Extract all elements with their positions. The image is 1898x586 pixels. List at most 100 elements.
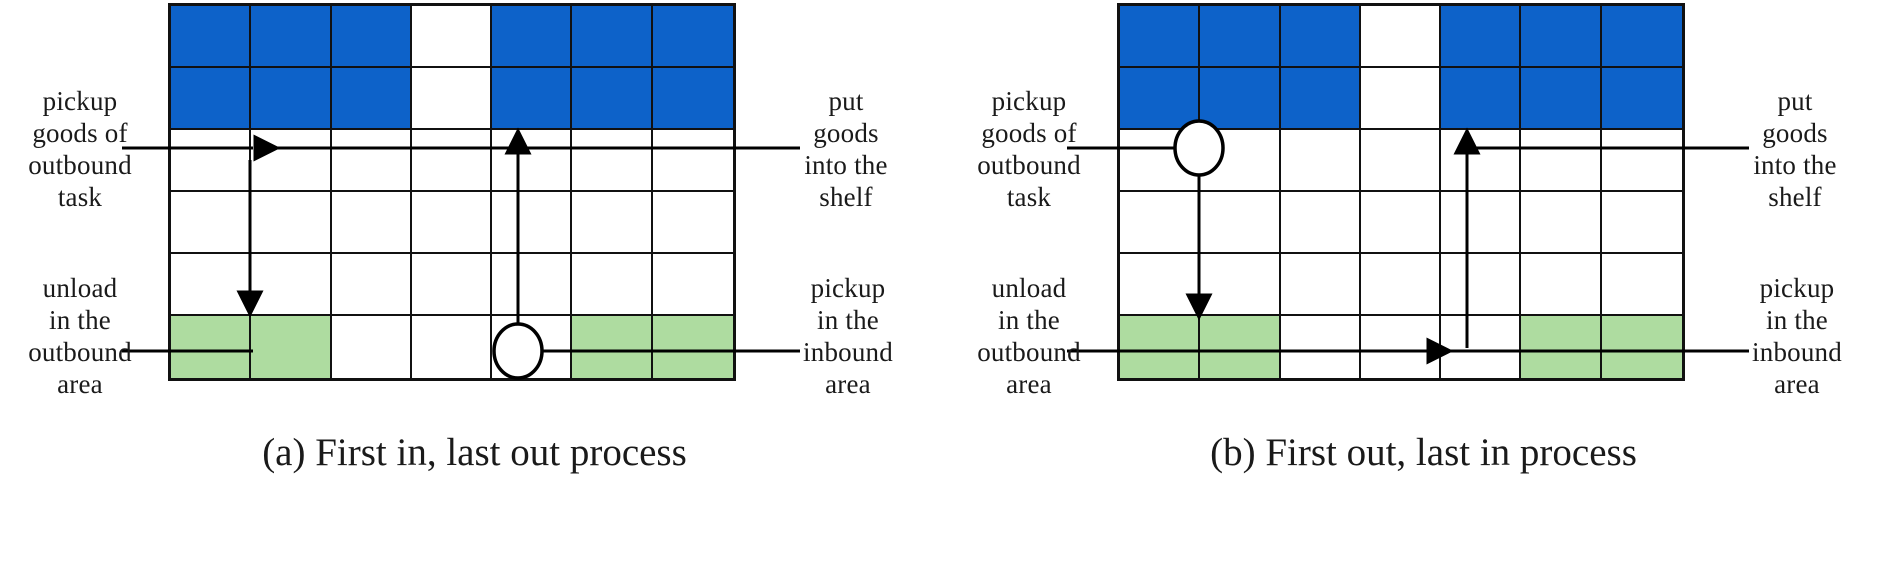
label-put-goods-into-the-shelf-b: put goods into the shelf [1753,86,1837,212]
grid-cell-r6-c4 [1360,316,1442,378]
grid-cell-r4-c3 [1280,192,1361,254]
grid-cell-r5-c7 [652,254,733,316]
grid-cell-r1-c6 [572,6,653,68]
grid-cell-r3-c4 [1360,130,1442,192]
grid-cell-r3-c7 [1601,130,1682,192]
grid-cell-r3-c3 [331,130,412,192]
grid-cell-r5-c3 [1280,254,1361,316]
grid-cell-r6-c3 [1280,316,1361,378]
label-pickup-in-the-inbound-area-a: pickup in the inbound area [803,273,893,399]
grid-cell-r6-c7 [652,316,733,378]
grid-cell-r2-c2 [251,68,332,130]
grid-cell-r2-c7 [1601,68,1682,130]
grid-cell-r2-c6 [1521,68,1602,130]
grid-cell-r4-c6 [1521,192,1602,254]
label-pickup-in-the-inbound-area-b: pickup in the inbound area [1752,273,1842,399]
grid-cell-r1-c2 [1200,6,1281,68]
grid-cell-r5-c2 [1200,254,1281,316]
grid-cell-r5-c2 [251,254,332,316]
grid-cell-r5-c7 [1601,254,1682,316]
grid-cell-r6-c5 [492,316,573,378]
grid-cell-r5-c3 [331,254,412,316]
panel-b: pickup goods of outbound task unload in … [949,0,1898,586]
grid-cell-r5-c6 [572,254,653,316]
grid-cell-r1-c3 [1280,6,1361,68]
grid-cell-r6-c6 [572,316,653,378]
grid-cell-r4-c2 [1200,192,1281,254]
grid-cell-r2-c1 [1120,68,1201,130]
grid-cell-r3-c4 [411,130,493,192]
grid-cell-r3-c6 [572,130,653,192]
label-pickup-goods-of-outbound-task-a: pickup goods of outbound task [28,86,132,212]
grid-cell-r3-c7 [652,130,733,192]
grid-cell-r3-c2 [251,130,332,192]
grid-cell-r3-c6 [1521,130,1602,192]
grid-cell-r1-c2 [251,6,332,68]
warehouse-grid-b [1117,3,1685,381]
grid-cell-r6-c3 [331,316,412,378]
grid-cell-r1-c1 [1120,6,1201,68]
grid-cell-r6-c2 [251,316,332,378]
grid-cell-r5-c5 [1441,254,1522,316]
grid-cell-r1-c5 [1441,6,1522,68]
grid-cell-r3-c3 [1280,130,1361,192]
grid-cell-r3-c1 [171,130,252,192]
grid-cell-r1-c4 [411,6,493,68]
grid-cell-r4-c7 [1601,192,1682,254]
grid-cell-r6-c1 [171,316,252,378]
grid-cell-r1-c4 [1360,6,1442,68]
grid-cell-r6-c7 [1601,316,1682,378]
caption-b: (b) First out, last in process [1210,431,1637,474]
grid-cell-r5-c1 [1120,254,1201,316]
grid-cell-r2-c1 [171,68,252,130]
grid-cell-r1-c1 [171,6,252,68]
grid-cell-r2-c3 [331,68,412,130]
grid-cell-r5-c5 [492,254,573,316]
grid-cell-r2-c5 [492,68,573,130]
grid-cell-r6-c1 [1120,316,1201,378]
grid-cell-r6-c6 [1521,316,1602,378]
grid-cell-r4-c2 [251,192,332,254]
grid-cell-r5-c6 [1521,254,1602,316]
grid-cell-r3-c5 [1441,130,1522,192]
grid-cell-r4-c6 [572,192,653,254]
label-pickup-goods-of-outbound-task-b: pickup goods of outbound task [977,86,1081,212]
grid-cell-r6-c4 [411,316,493,378]
grid-cell-r6-c2 [1200,316,1281,378]
grid-cell-r2-c4 [411,68,493,130]
grid-cell-r1-c7 [1601,6,1682,68]
grid-cell-r4-c5 [492,192,573,254]
grid-cell-r1-c6 [1521,6,1602,68]
grid-cell-r1-c7 [652,6,733,68]
grid-cells-b [1117,3,1685,381]
caption-a: (a) First in, last out process [262,431,687,474]
grid-cell-r4-c5 [1441,192,1522,254]
grid-cell-r6-c5 [1441,316,1522,378]
grid-cell-r4-c3 [331,192,412,254]
grid-cell-r2-c6 [572,68,653,130]
grid-cell-r3-c2 [1200,130,1281,192]
grid-cell-r4-c1 [1120,192,1201,254]
grid-cell-r1-c5 [492,6,573,68]
grid-cell-r5-c1 [171,254,252,316]
grid-cell-r2-c3 [1280,68,1361,130]
grid-cell-r4-c4 [1360,192,1442,254]
grid-cells-a [168,3,736,381]
label-put-goods-into-the-shelf-a: put goods into the shelf [804,86,888,212]
label-unload-in-the-outbound-area-b: unload in the outbound area [977,273,1081,399]
grid-cell-r1-c3 [331,6,412,68]
grid-cell-r3-c1 [1120,130,1201,192]
grid-cell-r4-c7 [652,192,733,254]
grid-cell-r2-c7 [652,68,733,130]
grid-cell-r5-c4 [1360,254,1442,316]
warehouse-grid-a [168,3,736,381]
grid-cell-r2-c2 [1200,68,1281,130]
grid-cell-r2-c4 [1360,68,1442,130]
grid-cell-r2-c5 [1441,68,1522,130]
label-unload-in-the-outbound-area-a: unload in the outbound area [28,273,132,399]
grid-cell-r4-c4 [411,192,493,254]
grid-cell-r3-c5 [492,130,573,192]
grid-cell-r4-c1 [171,192,252,254]
grid-cell-r5-c4 [411,254,493,316]
